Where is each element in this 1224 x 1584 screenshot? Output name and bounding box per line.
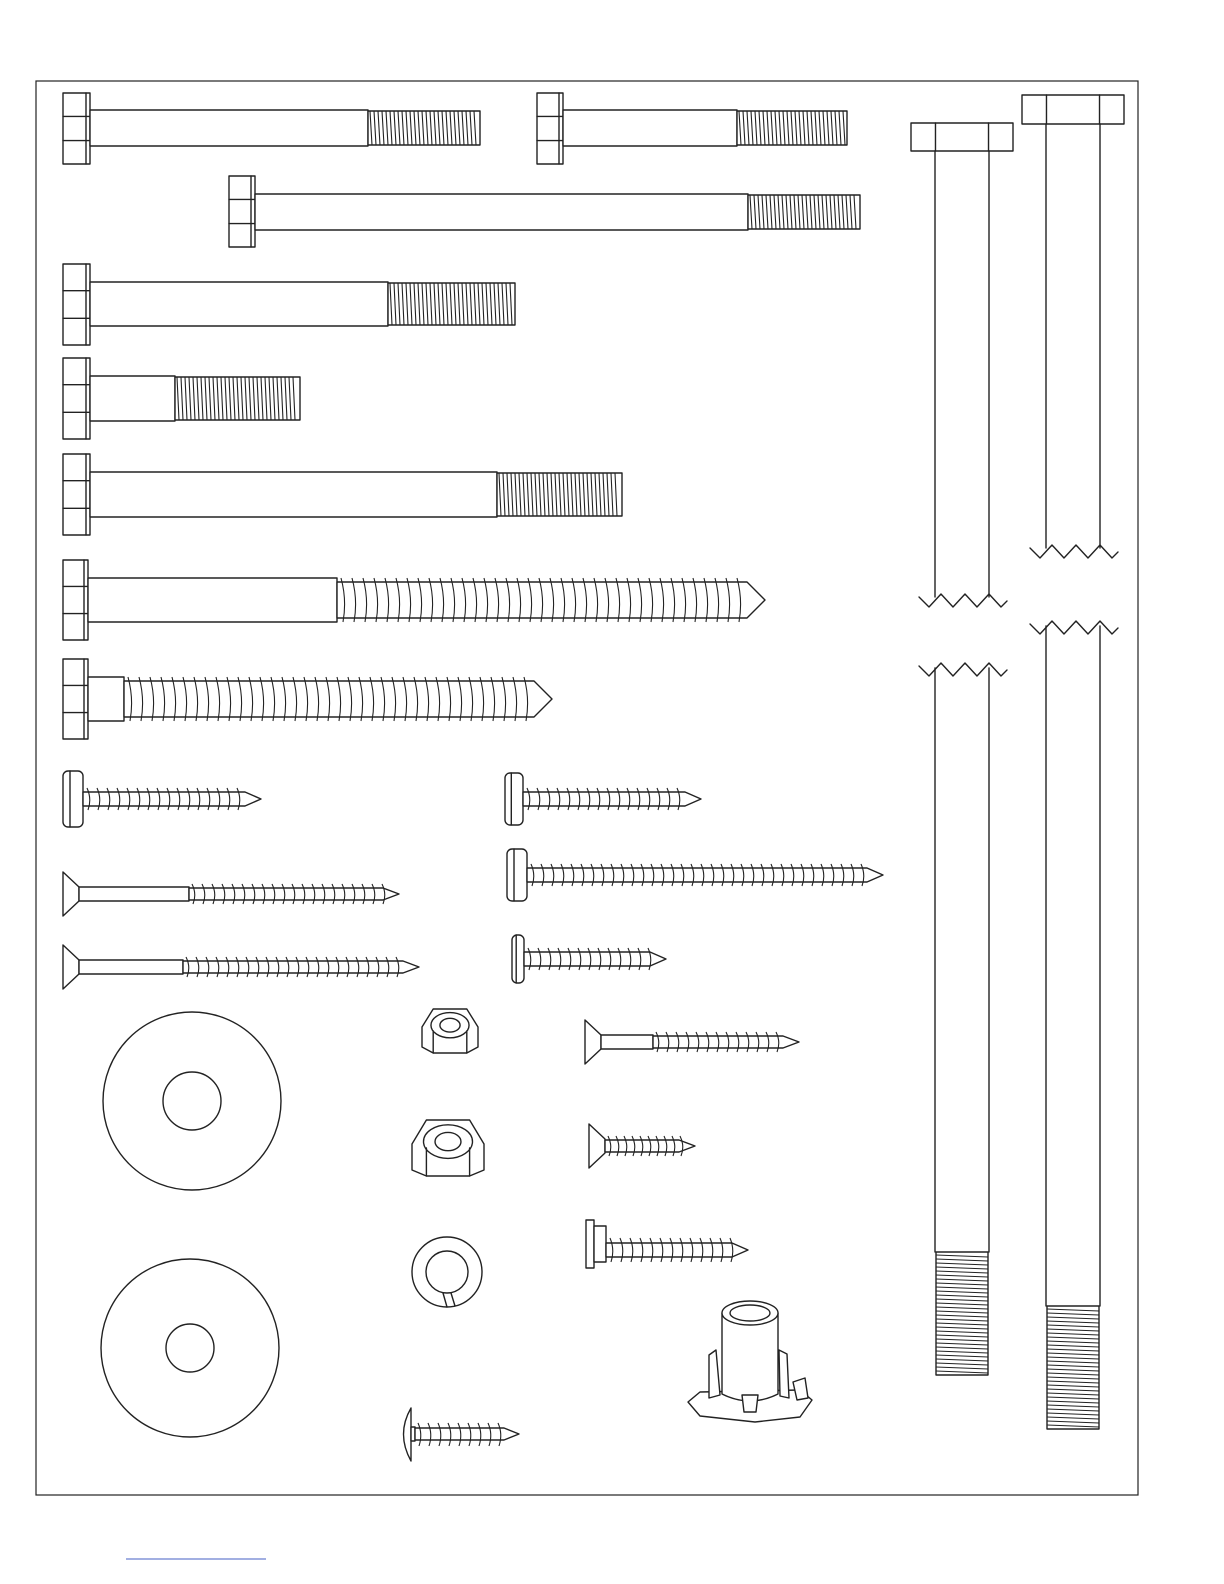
screw-body: [653, 1036, 799, 1048]
lag-shank: [88, 578, 337, 622]
flat-head-screw-c: [585, 1020, 799, 1064]
countersunk-head: [585, 1020, 601, 1064]
hex-bolt-c: [229, 176, 860, 247]
hex-bolt-d: [63, 264, 515, 345]
tee-nut-bore: [730, 1305, 770, 1321]
nut-bore: [435, 1132, 461, 1150]
lag-screw-long: [63, 560, 765, 640]
lag-thread-body: [124, 681, 552, 717]
nuts-group: [412, 1009, 484, 1307]
bolt-shank: [255, 194, 748, 230]
bolt-shank: [563, 110, 737, 146]
long-bolt-head: [1022, 95, 1124, 124]
screw-shank: [79, 960, 183, 974]
pan-head-screw-a: [63, 771, 261, 827]
screw-body: [527, 868, 883, 882]
long-bolts-group: [911, 95, 1124, 1429]
tee-nut: [688, 1301, 812, 1422]
tee-nut-prong: [709, 1350, 720, 1398]
bolt-shank: [90, 282, 388, 326]
lag-shank: [88, 677, 124, 721]
lag-screws-group: [63, 560, 765, 739]
countersunk-head: [63, 872, 79, 916]
truss-head-screw: [404, 1408, 520, 1461]
washer-hole: [166, 1324, 214, 1372]
hex-bolt-e: [63, 358, 300, 439]
split-lock-washer: [412, 1237, 482, 1307]
hex-washer-head-screw: [586, 1220, 748, 1268]
screw-body: [606, 1243, 748, 1257]
lag-screw-full-thread: [63, 659, 552, 739]
hex-bolt-b: [537, 93, 847, 164]
screw-head: [505, 773, 523, 825]
break-mark-top: [919, 594, 1007, 607]
washer-flange: [586, 1220, 594, 1268]
tee-nut-prong: [779, 1350, 789, 1398]
hex-bolts-group: [63, 93, 860, 535]
break-mark-top: [1030, 545, 1118, 558]
hex-bolt-f: [63, 454, 622, 535]
long-hex-bolt-left: [911, 123, 1013, 1375]
long-bolt-head: [911, 123, 1013, 151]
pan-head-screw-b: [505, 773, 701, 825]
flat-washer-small-hole: [103, 1012, 281, 1190]
hex-bolt-a: [63, 93, 480, 164]
break-mark-bottom: [919, 663, 1007, 676]
screw-shank: [79, 887, 189, 901]
screw-head: [512, 935, 524, 983]
break-mark-bottom: [1030, 621, 1118, 634]
countersunk-head: [63, 945, 79, 989]
flat-head-screw-a: [63, 872, 399, 916]
screw-body: [524, 952, 666, 966]
long-hex-bolt-right: [1022, 95, 1124, 1429]
bolt-shank: [90, 472, 497, 517]
lag-thread-body: [337, 582, 765, 618]
flat-head-screw-small: [589, 1124, 695, 1168]
flat-head-screw-b: [63, 945, 419, 989]
countersunk-head: [589, 1124, 605, 1168]
bolt-shank: [90, 110, 368, 146]
tee-nut-prong: [742, 1395, 758, 1412]
screw-head: [507, 849, 527, 901]
lock-nut-small: [422, 1009, 478, 1053]
hex-head: [594, 1226, 606, 1262]
washer-hole: [163, 1072, 221, 1130]
screw-head: [63, 771, 83, 827]
nut-bore: [440, 1018, 460, 1032]
pan-head-screw-short: [512, 935, 666, 983]
washers-group: [101, 1012, 281, 1437]
truss-head: [404, 1408, 412, 1461]
screw-shank: [601, 1035, 653, 1049]
lock-nut-large: [412, 1120, 484, 1176]
lock-washer-hole: [426, 1251, 468, 1293]
bolt-shank: [90, 376, 175, 421]
flat-washer-large-hole: [101, 1259, 279, 1437]
tee-nut-group: [688, 1301, 812, 1422]
tee-nut-barrel: [722, 1313, 778, 1401]
pan-head-screw-long: [507, 849, 883, 901]
